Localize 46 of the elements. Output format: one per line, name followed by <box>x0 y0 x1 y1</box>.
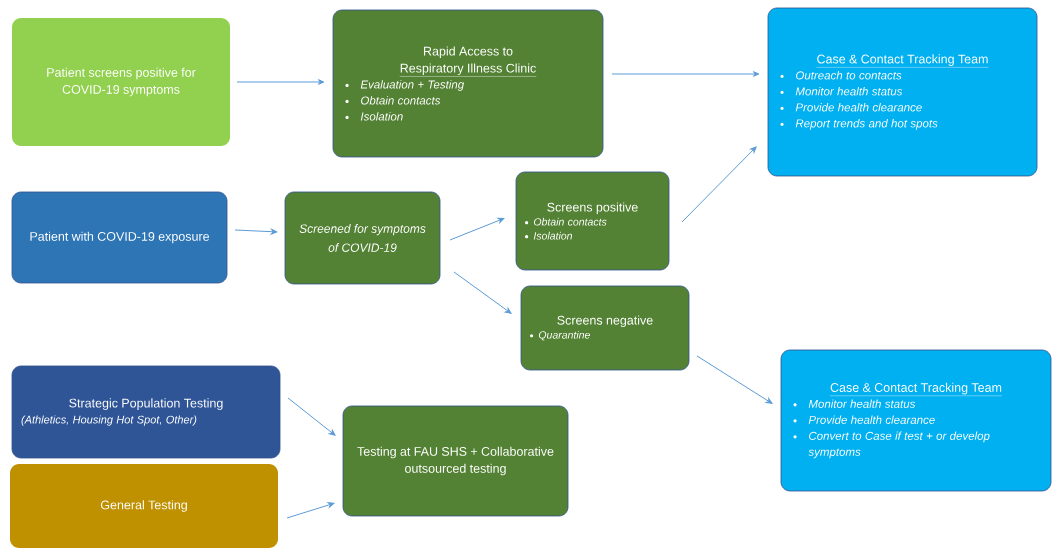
process-box <box>767 7 1038 177</box>
node-text: General Testing <box>100 500 187 512</box>
process-box <box>12 18 230 146</box>
arrow <box>611 71 760 77</box>
bullet-item: Monitor health status <box>780 87 903 96</box>
bullet-item: Convert to Case if test + or develop symptoms <box>793 431 990 459</box>
process-box <box>284 191 441 285</box>
bullet-item: Evaluation + Testing <box>345 80 465 91</box>
bullet-item: Report trends and hot spots <box>780 119 938 130</box>
node-note: (Athletics, Housing Hot Spot, Other) <box>21 415 197 426</box>
node-text: Strategic Population Testing <box>69 398 223 410</box>
node-heading: Respiratory Illness Clinic <box>399 63 537 77</box>
arrow <box>449 217 505 241</box>
node-text: Patient with COVID-19 exposure <box>30 231 210 244</box>
arrow <box>286 502 335 519</box>
bullet-item: Isolation <box>345 112 403 121</box>
bullet-item: Monitor health status <box>793 399 916 408</box>
bullet-item: Provide health clearance <box>793 415 935 424</box>
node-heading: Case & Contact Tracking Team <box>816 54 989 68</box>
bullet-item: Outreach to contacts <box>780 71 902 80</box>
arrow <box>453 271 512 314</box>
node-text: Testing at FAU SHS + Collaborative outsourced testing <box>357 446 554 476</box>
node-text: Screened for symptoms of COVID-19 <box>299 224 426 252</box>
bullet-item: Obtain contacts <box>345 96 441 105</box>
bullet-item: Quarantine <box>530 330 590 341</box>
arrow <box>287 397 336 436</box>
node-text: Rapid Access to <box>424 46 513 59</box>
process-box <box>520 285 690 371</box>
bullet-item: Isolation <box>525 231 573 240</box>
arrow <box>236 79 325 85</box>
arrow <box>681 146 757 223</box>
arrow <box>234 228 278 235</box>
process-box <box>780 349 1052 492</box>
node-text: Screens negative <box>557 315 653 328</box>
process-box <box>342 405 569 517</box>
process-box <box>11 191 228 284</box>
process-box <box>11 365 281 459</box>
bullet-item: Provide health clearance <box>780 103 922 112</box>
arrow <box>696 355 773 404</box>
process-box <box>515 171 670 271</box>
bullet-item: Obtain contacts <box>525 217 607 226</box>
process-box <box>10 464 278 548</box>
node-text: Patient screens positive for COVID-19 symptoms <box>47 67 196 97</box>
process-box <box>332 9 604 158</box>
node-text: Screens positive <box>547 202 638 215</box>
node-heading: Case & Contact Tracking Team <box>829 382 1003 396</box>
